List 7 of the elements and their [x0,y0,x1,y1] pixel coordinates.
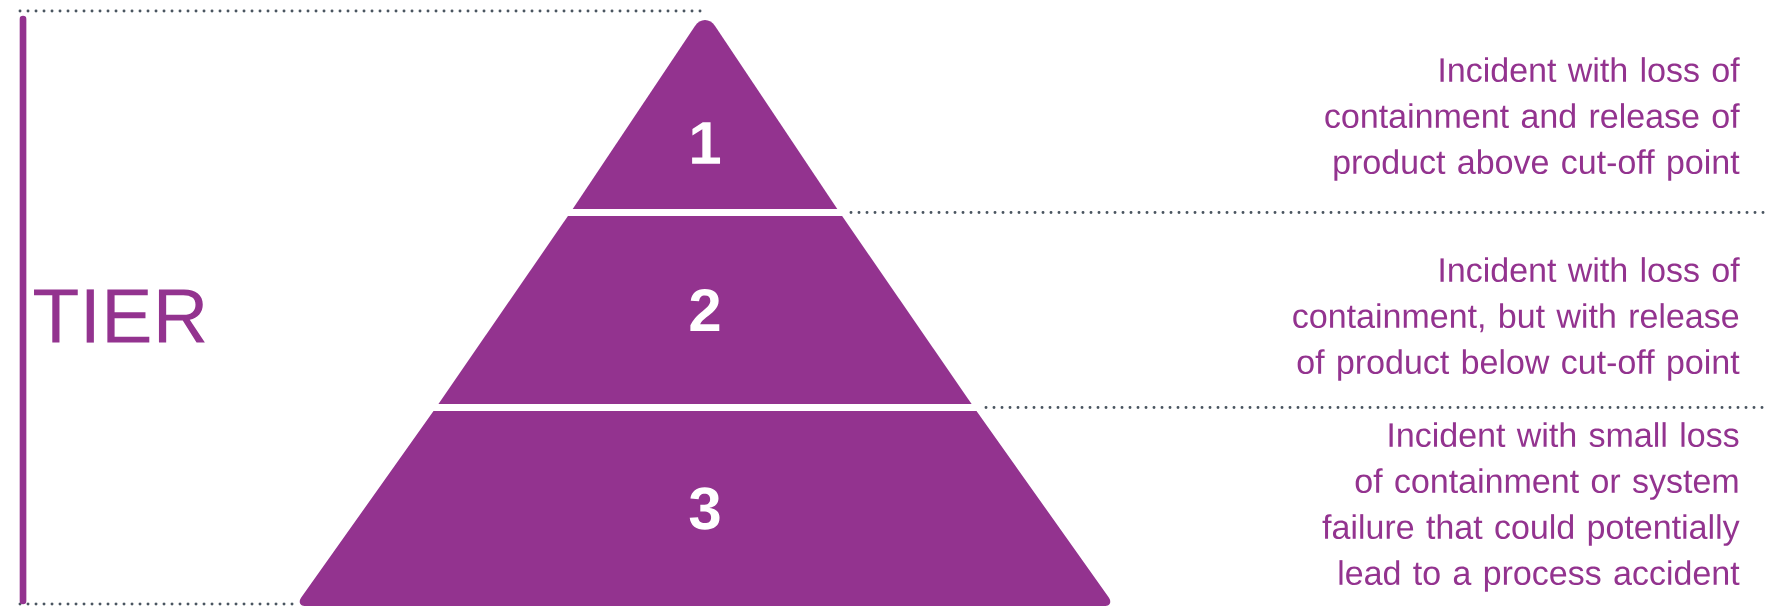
description-text: Incident with small loss of containment or system failure that could potentially lead to a process accident [1322,422,1740,592]
description-text: Incident with loss of containment, but with release of product below cut-off point [1293,257,1740,381]
tier-label: TIER [34,289,205,343]
pyramid-tier: 1 [572,20,838,209]
pyramid-tier: 3 [299,411,1111,606]
description-text: Incident with loss of containment and release of product above cut-off point [1325,57,1740,181]
pyramid-tier: 2 [438,216,972,404]
